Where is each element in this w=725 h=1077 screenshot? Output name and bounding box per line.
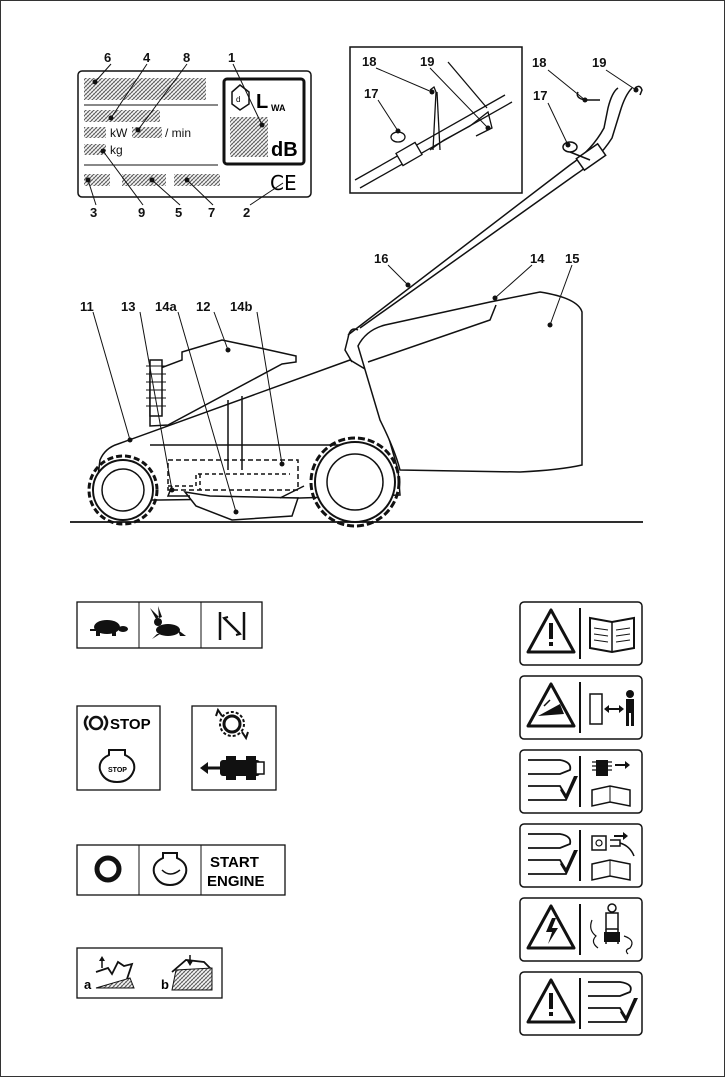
stop-small-text: STOP [108,767,127,774]
warning-decal-6 [520,972,642,1035]
side-callout-18: 18 [532,55,546,70]
callout-1: 1 [228,50,235,65]
callout-14: 14 [530,251,545,266]
speed-symbols-panel [77,602,262,648]
ce-mark: CE [270,171,297,195]
detail-callout-17: 17 [364,86,378,101]
callout-11: 11 [80,299,94,314]
start-text: START [210,854,259,871]
callout-4: 4 [143,50,151,65]
warning-decal-2 [520,676,642,739]
start-engine-panel: START ENGINE [77,845,285,895]
height-adjust-panel: a b [77,948,222,998]
callout-15: 15 [565,251,579,266]
warning-decal-4 [520,824,642,887]
mower-side-view [70,292,643,526]
db-text: dB [271,139,298,161]
kw-text: kW [110,126,128,140]
rpm-text: / min [165,126,191,140]
warning-decal-3 [520,750,642,813]
detail-callout-18: 18 [362,54,376,69]
stop-symbols-panel: STOP STOP [77,706,276,790]
callout-8: 8 [183,50,190,65]
lwa-text: L [256,91,268,113]
kg-text: kg [110,143,123,157]
height-b-label: b [161,977,169,992]
callout-14a: 14a [155,299,177,314]
warning-decal-5 [520,898,642,961]
callout-5: 5 [175,205,182,220]
engine-text: ENGINE [207,873,265,890]
callout-7: 7 [208,205,215,220]
rating-label-plate: kW / min kg d L WA dB CE [78,50,311,220]
callout-13: 13 [121,299,135,314]
side-callout-17: 17 [533,88,547,103]
lwa-sub-text: WA [271,103,286,113]
height-a-label: a [84,977,92,992]
callout-16: 16 [374,251,388,266]
callout-6: 6 [104,50,111,65]
svg-text:d: d [236,95,240,104]
callout-12: 12 [196,299,210,314]
warning-decal-1 [520,602,642,665]
callout-3: 3 [90,205,97,220]
side-callout-19: 19 [592,55,606,70]
callout-2: 2 [243,205,250,220]
detail-callout-19: 19 [420,54,434,69]
stop-text: STOP [110,716,151,733]
callout-9: 9 [138,205,145,220]
handle-detail-box: 18 19 17 [350,47,522,193]
callout-14b: 14b [230,299,252,314]
